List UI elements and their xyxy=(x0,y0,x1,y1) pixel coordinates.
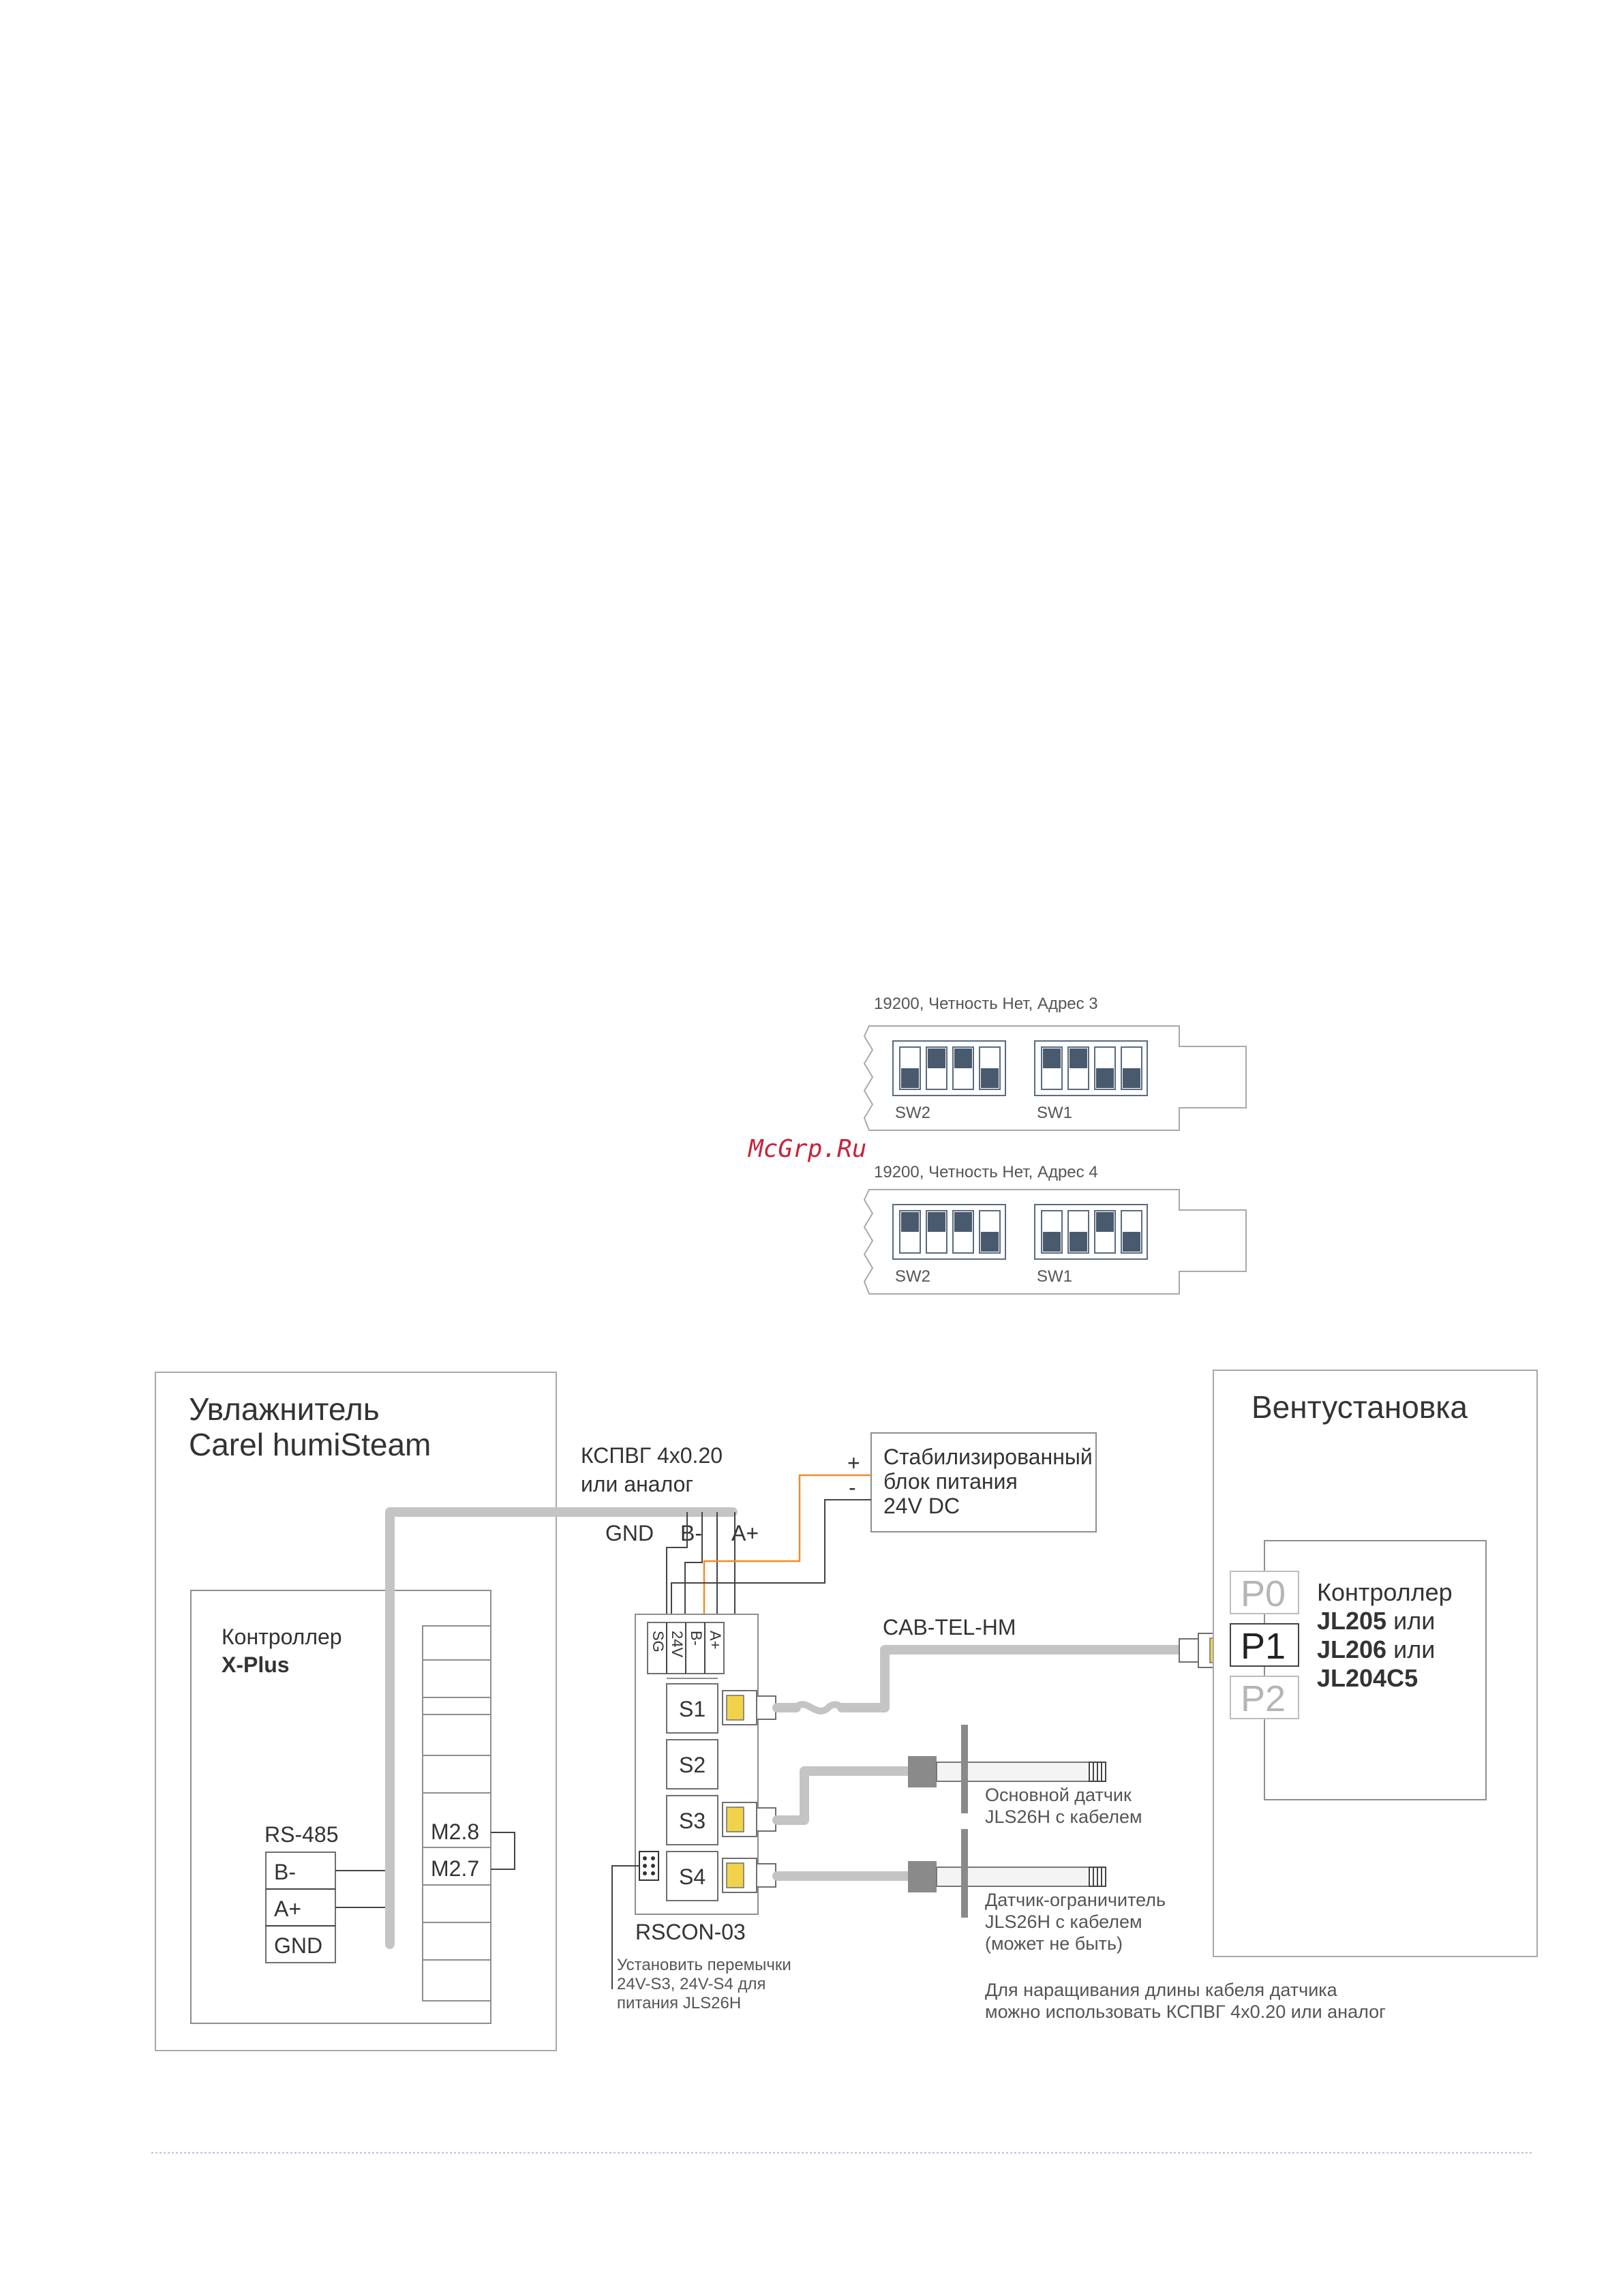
jl-controller-model-1: JL205 или xyxy=(1317,1607,1435,1635)
bus-cable xyxy=(385,1507,738,1949)
rj-plug-s4 xyxy=(722,1858,776,1893)
rs485-terminal-block xyxy=(265,1852,336,1963)
dip-switch-knob-up xyxy=(954,1212,972,1232)
terminal-b-minus: B- xyxy=(274,1860,296,1884)
dip-switch-knob-down xyxy=(1043,1232,1061,1252)
cable-type: КСПВГ 4х0.20 xyxy=(581,1443,723,1468)
jl-controller-box xyxy=(1264,1540,1487,1800)
main-sensor-label: Основной датчик xyxy=(985,1785,1132,1805)
sw1-label: SW1 xyxy=(1037,1267,1072,1286)
rscon-terminal-24v: 24V xyxy=(669,1631,686,1657)
rscon-terminal-a: A+ xyxy=(707,1631,724,1650)
xplus-controller-model: X-Plus xyxy=(222,1652,290,1677)
rscon-03: SG 24V B- A+ S1 S2 S3 S4 xyxy=(611,1614,791,2012)
sw2-label: SW2 xyxy=(895,1104,930,1122)
dip-switch-knob-down xyxy=(1070,1232,1087,1252)
jumper-block xyxy=(639,1851,659,1881)
psu-minus: - xyxy=(849,1475,856,1500)
power-supply-box xyxy=(870,1432,1097,1532)
port-s4 xyxy=(666,1851,718,1901)
dip-switch-knob-up xyxy=(1070,1048,1087,1068)
port-s4-label: S4 xyxy=(679,1864,706,1889)
psu-line1: Стабилизированный xyxy=(883,1445,1093,1469)
terminal-gnd: GND xyxy=(274,1933,322,1958)
rscon-note-2: 24V-S3, 24V-S4 для xyxy=(617,1975,765,1993)
dip-config-2: 19200, Четность Нет, Адрес 4 SW2 SW1 xyxy=(863,1163,1247,1295)
rscon-note-3: питания JLS26H xyxy=(617,1994,741,2012)
sw2-label: SW2 xyxy=(895,1267,930,1286)
dip-switch-knob-down xyxy=(981,1068,999,1088)
port-p1-label: P1 xyxy=(1241,1626,1286,1667)
port-p2 xyxy=(1230,1676,1299,1719)
extension-note-1: Для наращивания длины кабеля датчика xyxy=(985,1980,1338,2000)
dip-switch-knob-up xyxy=(928,1212,945,1232)
dip-config-1: 19200, Четность Нет, Адрес 3 SW2 SW1 xyxy=(863,995,1247,1131)
dip-switch-knob-down xyxy=(1123,1232,1140,1252)
dip-config-caption: 19200, Четность Нет, Адрес 3 xyxy=(874,995,1098,1013)
limit-sensor xyxy=(908,1829,1106,1918)
psu-plus: + xyxy=(847,1451,860,1475)
rj-plug-s3 xyxy=(722,1802,776,1837)
dip-switch-knob-up xyxy=(901,1212,919,1232)
sw1-label: SW1 xyxy=(1037,1104,1072,1122)
rs485-label: RS-485 xyxy=(264,1822,339,1847)
extension-note-2: можно использовать КСПВГ 4х0.20 или анал… xyxy=(985,2002,1386,2022)
dip-switch-knob-up xyxy=(1096,1212,1114,1232)
bus-label-a: A+ xyxy=(731,1521,759,1545)
limit-sensor-note: (может не быть) xyxy=(985,1933,1123,1954)
port-p2-label: P2 xyxy=(1241,1678,1286,1719)
jl-controller-model-2: JL206 или xyxy=(1317,1635,1435,1663)
jl-controller-model-3: JL204C5 xyxy=(1317,1664,1418,1692)
terminal-m27: M2.7 xyxy=(431,1856,479,1881)
dip-switch-knob-down xyxy=(981,1232,999,1252)
port-p0-label: P0 xyxy=(1241,1573,1286,1614)
terminal-strip xyxy=(422,1625,491,2002)
psu-line2: блок питания xyxy=(883,1469,1018,1494)
dip-switch-knob-down xyxy=(901,1068,919,1088)
port-p1 xyxy=(1230,1623,1299,1667)
rscon-terminal-b: B- xyxy=(688,1631,705,1646)
humidifier-model: Carel humiSteam xyxy=(189,1427,431,1462)
rscon-note-1: Установить перемычки xyxy=(617,1956,791,1974)
bus-label-b: B- xyxy=(680,1521,702,1545)
terminal-m28: M2.8 xyxy=(431,1819,479,1844)
bus-label-gnd: GND xyxy=(605,1521,654,1545)
dip-switch-knob-down xyxy=(1096,1068,1114,1088)
limit-sensor-model: JLS26H с кабелем xyxy=(985,1912,1142,1932)
rj-plug-s1 xyxy=(722,1690,776,1725)
port-p0 xyxy=(1230,1571,1299,1614)
watermark: McGrp.Ru xyxy=(747,1135,866,1163)
jl-controller-label: Контроллер xyxy=(1317,1578,1453,1606)
humidifier-unit: Увлажнитель Carel humiSteam Контроллер X… xyxy=(155,1372,557,2051)
cable-type-alt: или аналог xyxy=(581,1472,693,1496)
humidifier-title: Увлажнитель xyxy=(189,1391,380,1427)
xplus-controller-label: Контроллер xyxy=(222,1625,342,1649)
sensor-cable-main xyxy=(772,1766,913,1825)
rscon-terminal-sg: SG xyxy=(650,1631,667,1652)
rscon-name: RSCON-03 xyxy=(635,1920,746,1944)
limit-sensor-label: Датчик-ограничитель xyxy=(985,1890,1166,1910)
power-supply: Стабилизированный блок питания 24V DC + … xyxy=(671,1432,1097,1614)
port-s2 xyxy=(666,1739,718,1789)
dip-switch-knob-down xyxy=(1123,1068,1140,1088)
dip-config-caption: 19200, Четность Нет, Адрес 4 xyxy=(874,1163,1098,1181)
main-sensor-model: JLS26H с кабелем xyxy=(985,1807,1142,1827)
port-s1-label: S1 xyxy=(679,1697,706,1721)
port-s2-label: S2 xyxy=(679,1753,706,1777)
port-s1 xyxy=(666,1683,718,1734)
psu-line3: 24V DC xyxy=(883,1494,960,1518)
ventilation-unit: Вентустановка P0 P1 P2 Контроллер JL205 … xyxy=(1213,1370,1538,1957)
port-s3-label: S3 xyxy=(679,1809,706,1833)
terminal-a-plus: A+ xyxy=(274,1897,301,1921)
dip-switch-knob-up xyxy=(954,1048,972,1068)
dip-switch-knob-up xyxy=(1043,1048,1061,1068)
port-s3 xyxy=(666,1795,718,1845)
cab-tel-cable xyxy=(837,1645,1184,1712)
main-sensor xyxy=(908,1725,1106,1813)
dip-switch-knob-up xyxy=(928,1048,945,1068)
ventilation-title: Вентустановка xyxy=(1252,1389,1468,1425)
cab-tel-label: CAB-TEL-HM xyxy=(883,1615,1016,1640)
